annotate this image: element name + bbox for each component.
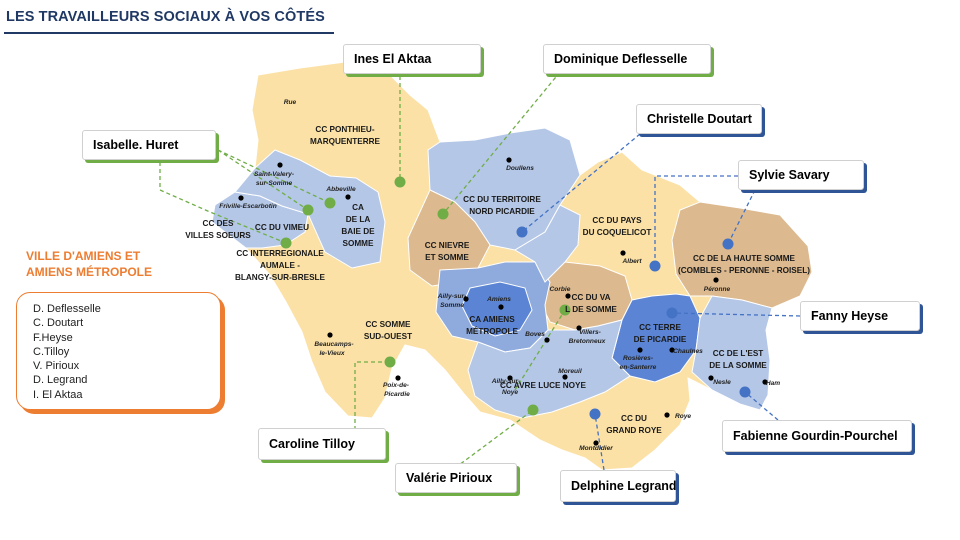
town-boves: Boves: [525, 331, 545, 338]
zone-haute-somme: [671, 201, 813, 309]
town-nesle: Nesle: [713, 379, 731, 386]
town-rue: Rue: [284, 99, 297, 106]
legend-item: C.Tilloy: [33, 345, 70, 358]
town-friville: Friville-Escarbotin: [219, 203, 277, 210]
town-beaucamps: Beaucamps-le-Vieux: [314, 341, 353, 357]
callout-el-aktaa[interactable]: Ines El Aktaa: [343, 44, 481, 74]
town-saint-valery: Saint-Valery-sur-Somme: [254, 171, 294, 187]
title-underline: [4, 32, 334, 34]
legend-item: D. Legrand: [33, 374, 88, 387]
town-roye: Roye: [675, 413, 691, 420]
legend-item: F.Heyse: [33, 331, 73, 344]
town-montdidier: Montdidier: [579, 445, 613, 452]
zone-coquelicot-west: [514, 204, 581, 283]
legend-item: I. El Aktaa: [33, 388, 83, 401]
callout-tilloy[interactable]: Caroline Tilloy: [258, 428, 386, 460]
town-labels: Rue Saint-Valery-sur-Somme Abbeville Fri…: [219, 99, 780, 452]
callout-huret[interactable]: Isabelle. Huret: [82, 130, 216, 160]
town-ailly-noye: Ailly-sur-Noye: [491, 378, 521, 396]
zone-est-de-la-somme: [691, 295, 773, 411]
zone-amiens-core: [461, 281, 533, 337]
connector-lines: [159, 71, 801, 471]
town-peronne: Péronne: [704, 286, 731, 293]
callout-deflesselle[interactable]: Dominique Deflesselle: [543, 44, 711, 74]
zone-avre-luce-noye: [467, 319, 631, 419]
label-haute-somme: CC DE LA HAUTE SOMME(COMBLES - PERONNE -…: [678, 254, 810, 275]
callout-savary[interactable]: Sylvie Savary: [738, 160, 864, 190]
town-poix: Poix-de-Picardie: [383, 382, 410, 398]
town-doullens: Doullens: [506, 165, 534, 172]
worker-markers: [280, 176, 751, 420]
town-moreuil: Moreuil: [558, 368, 582, 375]
town-villers: Villers-Bretonneux: [569, 329, 606, 345]
amiens-metropole-title: VILLE D'AMIENS ET AMIENS MÉTROPOLE: [26, 248, 152, 280]
legend-item: V. Pirioux: [33, 360, 80, 373]
side-title-line1: VILLE D'AMIENS ET: [26, 249, 141, 263]
side-title-line2: AMIENS MÉTROPOLE: [26, 265, 153, 279]
label-avre-luce-noye: CC AVRE LUCE NOYE: [500, 381, 587, 390]
town-rosieres: Rosières-en-Santerre: [620, 355, 657, 371]
zone-nievre-somme: [407, 189, 491, 287]
amiens-workers-box: D. Deflesselle C. Doutart F.Heyse C.Till…: [16, 292, 221, 410]
legend-item: D. Deflesselle: [33, 303, 101, 315]
callout-doutart[interactable]: Christelle Doutart: [636, 104, 762, 134]
callout-pirioux[interactable]: Valérie Pirioux: [395, 463, 517, 493]
page-title: LES TRAVAILLEURS SOCIAUX À VOS CÔTÉS: [6, 9, 325, 25]
town-abbeville: Abbeville: [325, 186, 356, 193]
town-chaulnes: Chaulnes: [673, 348, 703, 355]
label-vimeu: CC DU VIMEU: [255, 223, 309, 232]
label-ponthieu: CC PONTHIEU-MARQUENTERRE: [310, 125, 381, 146]
town-albert: Albert: [621, 258, 642, 265]
town-amiens: Amiens: [486, 296, 511, 303]
town-ham: Ham: [766, 380, 780, 387]
callout-gourdin[interactable]: Fabienne Gourdin-Pourchel: [722, 420, 912, 452]
town-corbie: Corbie: [550, 286, 571, 293]
town-ailly: Ailly-sur-Somme: [437, 293, 467, 309]
legend-item: C. Doutart: [33, 317, 84, 330]
town-dots: [238, 157, 768, 446]
callout-legrand[interactable]: Delphine Legrand: [560, 470, 677, 502]
callout-heyse[interactable]: Fanny Heyse: [800, 301, 920, 331]
